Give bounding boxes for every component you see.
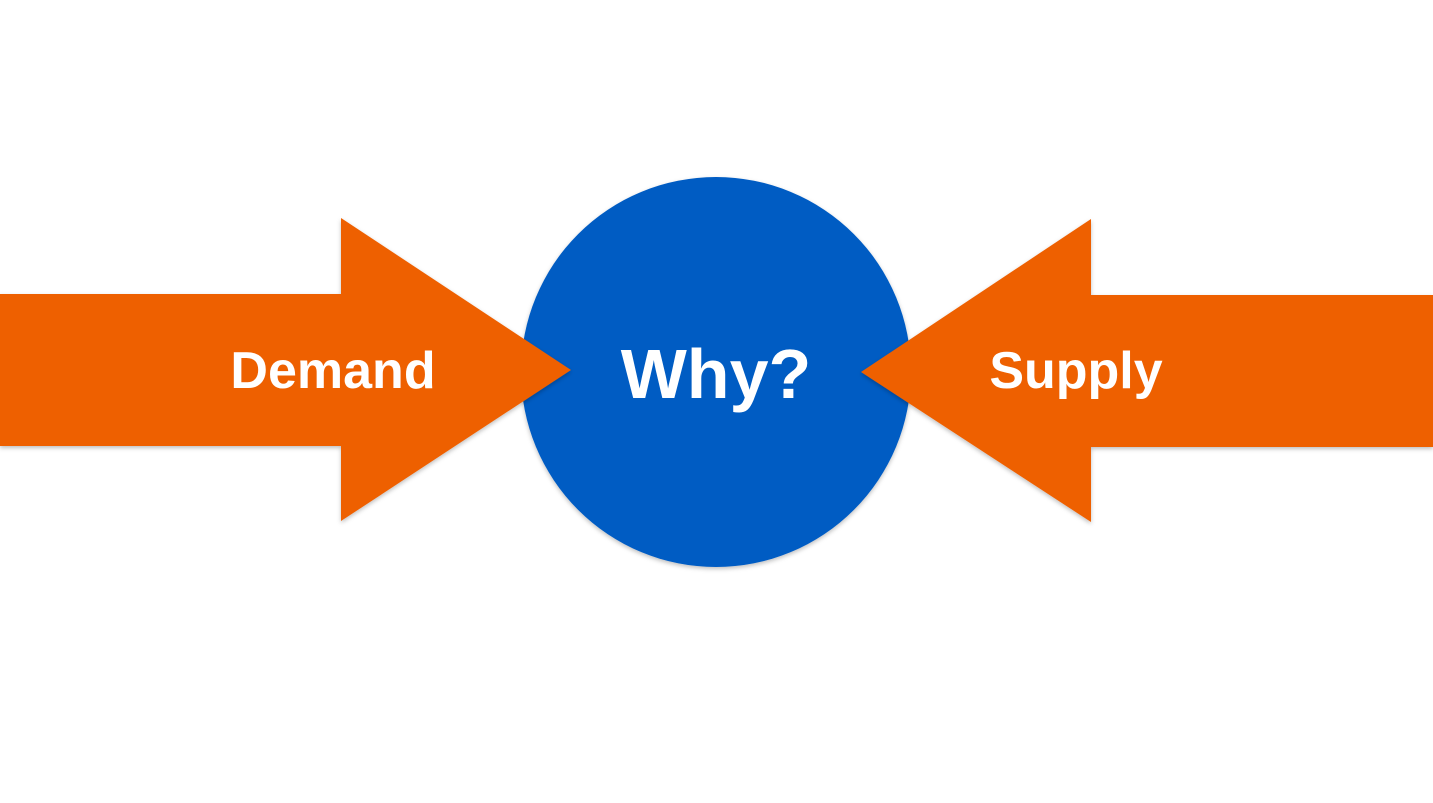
supply-arrow [861, 219, 1433, 522]
demand-label: Demand [230, 342, 435, 400]
demand-arrow [0, 218, 571, 521]
center-circle [521, 177, 911, 567]
supply-label: Supply [989, 342, 1162, 400]
center-label: Why? [621, 335, 812, 413]
